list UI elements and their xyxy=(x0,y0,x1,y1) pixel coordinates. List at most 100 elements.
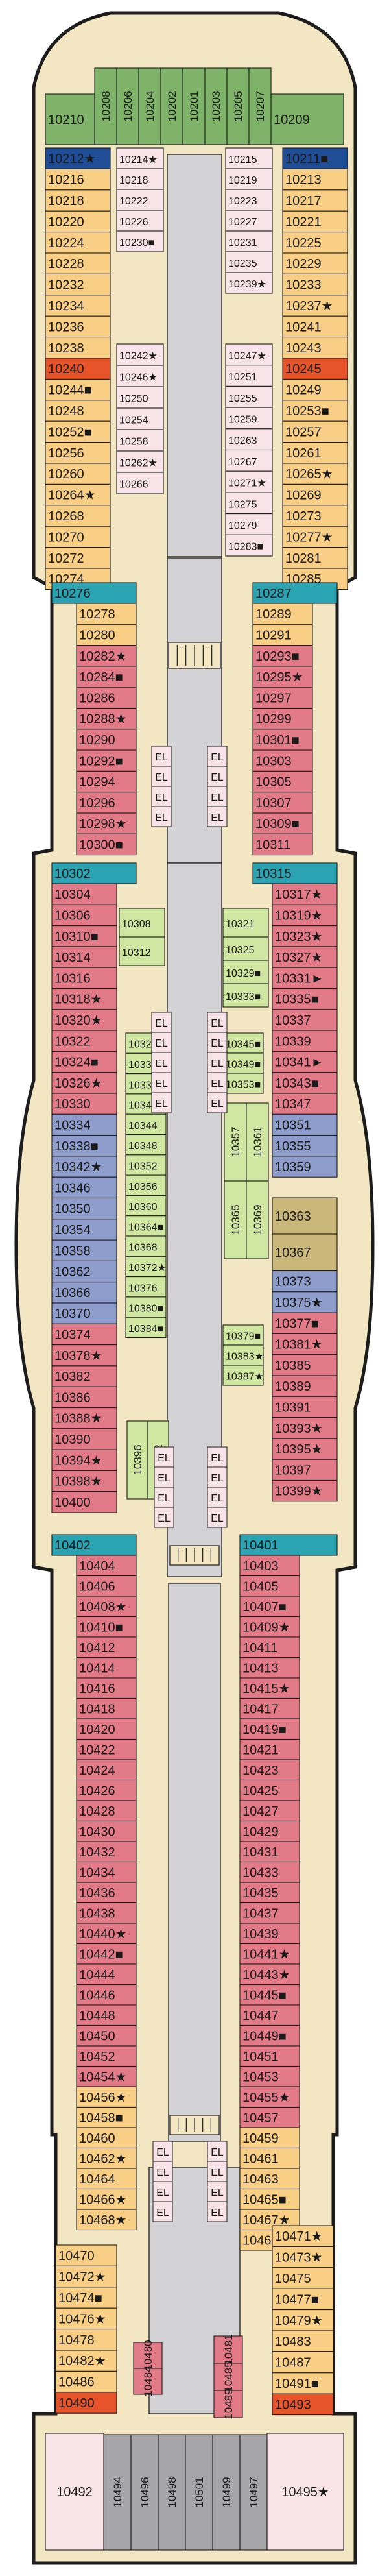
cabin-10446[interactable]: 10446 xyxy=(76,1984,137,2006)
cabin-10319[interactable]: 10319★ xyxy=(272,904,338,927)
cabin-10302[interactable]: 10302 xyxy=(51,862,137,884)
cabin-10407[interactable]: 10407■ xyxy=(239,1596,300,1618)
cabin-10216[interactable]: 10216 xyxy=(45,168,111,191)
cabin-10499[interactable]: 10499 xyxy=(212,2434,241,2551)
cabin-10490[interactable]: 10490 xyxy=(55,2392,117,2414)
cabin-10383[interactable]: 10383★ xyxy=(222,1344,264,1366)
cabin-10384[interactable]: 10384■ xyxy=(125,1317,167,1339)
cabin-10266[interactable]: 10266 xyxy=(116,472,164,494)
cabin-10341[interactable]: 10341► xyxy=(272,1051,338,1073)
cabin-10381[interactable]: 10381★ xyxy=(272,1333,338,1355)
cabin-10451[interactable]: 10451 xyxy=(239,2045,300,2067)
cabin-10501[interactable]: 10501 xyxy=(185,2434,213,2551)
cabin-10419[interactable]: 10419■ xyxy=(239,1718,300,1740)
cabin-10393[interactable]: 10393★ xyxy=(272,1417,338,1439)
cabin-10431[interactable]: 10431 xyxy=(239,1841,300,1863)
cabin-10355[interactable]: 10355 xyxy=(272,1135,338,1157)
cabin-10201[interactable]: 10201 xyxy=(182,67,206,145)
cabin-10382[interactable]: 10382 xyxy=(51,1365,117,1387)
cabin-10350[interactable]: 10350 xyxy=(51,1197,117,1220)
cabin-10210[interactable]: 10210 xyxy=(45,93,95,145)
cabin-10207[interactable]: 10207 xyxy=(248,67,272,145)
cabin-10414[interactable]: 10414 xyxy=(76,1657,137,1679)
cabin-10434[interactable]: 10434 xyxy=(76,1861,137,1883)
cabin-10301[interactable]: 10301■ xyxy=(252,729,313,751)
cabin-10438[interactable]: 10438 xyxy=(76,1902,137,1924)
cabin-10423[interactable]: 10423 xyxy=(239,1759,300,1781)
cabin-10449[interactable]: 10449■ xyxy=(239,2024,300,2047)
cabin-10283[interactable]: 10283■ xyxy=(225,534,273,557)
cabin-10430[interactable]: 10430 xyxy=(76,1820,137,1842)
cabin-10445[interactable]: 10445■ xyxy=(239,1984,300,2006)
cabin-10365[interactable]: 10365 xyxy=(224,1180,247,1259)
cabin-10312[interactable]: 10312 xyxy=(119,936,165,966)
cabin-10468[interactable]: 10468★ xyxy=(76,2209,137,2231)
cabin-10282[interactable]: 10282★ xyxy=(76,645,137,667)
cabin-10373[interactable]: 10373 xyxy=(272,1270,338,1293)
cabin-10454[interactable]: 10454★ xyxy=(76,2065,137,2087)
cabin-10265[interactable]: 10265★ xyxy=(282,463,348,485)
cabin-10223[interactable]: 10223 xyxy=(225,189,273,211)
cabin-10273[interactable]: 10273 xyxy=(282,505,348,527)
cabin-10345[interactable]: 10345■ xyxy=(222,1032,264,1054)
cabin-10333[interactable]: 10333■ xyxy=(222,983,269,1008)
cabin-10335[interactable]: 10335■ xyxy=(272,988,338,1010)
cabin-10323[interactable]: 10323★ xyxy=(272,925,338,947)
cabin-10311[interactable]: 10311 xyxy=(252,833,313,856)
cabin-10400[interactable]: 10400 xyxy=(51,1491,117,1513)
cabin-10240[interactable]: 10240 xyxy=(45,358,111,380)
cabin-10374[interactable]: 10374 xyxy=(51,1323,117,1346)
cabin-10284[interactable]: 10284■ xyxy=(76,666,137,688)
cabin-10295[interactable]: 10295★ xyxy=(252,666,313,688)
cabin-10387[interactable]: 10387★ xyxy=(222,1365,264,1386)
cabin-10290[interactable]: 10290 xyxy=(76,729,137,751)
cabin-10433[interactable]: 10433 xyxy=(239,1861,300,1883)
cabin-10238[interactable]: 10238 xyxy=(45,337,111,359)
cabin-10330[interactable]: 10330 xyxy=(51,1093,117,1115)
cabin-10456[interactable]: 10456★ xyxy=(76,2086,137,2108)
cabin-10218[interactable]: 10218 xyxy=(116,168,164,190)
cabin-10337[interactable]: 10337 xyxy=(272,1009,338,1031)
cabin-10351[interactable]: 10351 xyxy=(272,1113,338,1136)
cabin-10263[interactable]: 10263 xyxy=(225,428,273,451)
cabin-10229[interactable]: 10229 xyxy=(282,252,348,274)
cabin-10339[interactable]: 10339 xyxy=(272,1030,338,1052)
cabin-10428[interactable]: 10428 xyxy=(76,1800,137,1822)
cabin-10262[interactable]: 10262★ xyxy=(116,450,164,473)
cabin-10486[interactable]: 10486 xyxy=(55,2370,117,2393)
cabin-10498[interactable]: 10498 xyxy=(158,2434,186,2551)
cabin-10286[interactable]: 10286 xyxy=(76,687,137,709)
cabin-10348[interactable]: 10348 xyxy=(125,1134,167,1156)
cabin-10225[interactable]: 10225 xyxy=(282,232,348,254)
cabin-10247[interactable]: 10247★ xyxy=(225,343,273,366)
cabin-10316[interactable]: 10316 xyxy=(51,967,117,990)
cabin-10472[interactable]: 10472★ xyxy=(55,2265,117,2288)
cabin-10369[interactable]: 10369 xyxy=(246,1180,269,1259)
cabin-10357[interactable]: 10357 xyxy=(224,1102,247,1182)
cabin-10298[interactable]: 10298★ xyxy=(76,812,137,834)
cabin-10250[interactable]: 10250 xyxy=(116,386,164,409)
cabin-10375[interactable]: 10375★ xyxy=(272,1291,338,1313)
cabin-10485[interactable]: 10485 xyxy=(213,2361,243,2392)
cabin-10329[interactable]: 10329■ xyxy=(222,960,269,984)
cabin-10421[interactable]: 10421 xyxy=(239,1738,300,1760)
cabin-10370[interactable]: 10370 xyxy=(51,1302,117,1324)
cabin-10473[interactable]: 10473★ xyxy=(272,2246,334,2268)
cabin-10411[interactable]: 10411 xyxy=(239,1636,300,1659)
cabin-10221[interactable]: 10221 xyxy=(282,210,348,233)
cabin-10215[interactable]: 10215 xyxy=(225,147,273,169)
cabin-10315[interactable]: 10315 xyxy=(252,862,338,884)
cabin-10324[interactable]: 10324■ xyxy=(51,1051,117,1073)
cabin-10309[interactable]: 10309■ xyxy=(252,812,313,834)
cabin-10496[interactable]: 10496 xyxy=(130,2434,159,2551)
cabin-10318[interactable]: 10318★ xyxy=(51,988,117,1010)
cabin-10241[interactable]: 10241 xyxy=(282,315,348,338)
cabin-10410[interactable]: 10410■ xyxy=(76,1616,137,1638)
cabin-10288[interactable]: 10288★ xyxy=(76,707,137,730)
cabin-10306[interactable]: 10306 xyxy=(51,904,117,927)
cabin-10317[interactable]: 10317★ xyxy=(272,883,338,905)
cabin-10408[interactable]: 10408★ xyxy=(76,1596,137,1618)
cabin-10386[interactable]: 10386 xyxy=(51,1386,117,1409)
cabin-10424[interactable]: 10424 xyxy=(76,1759,137,1781)
